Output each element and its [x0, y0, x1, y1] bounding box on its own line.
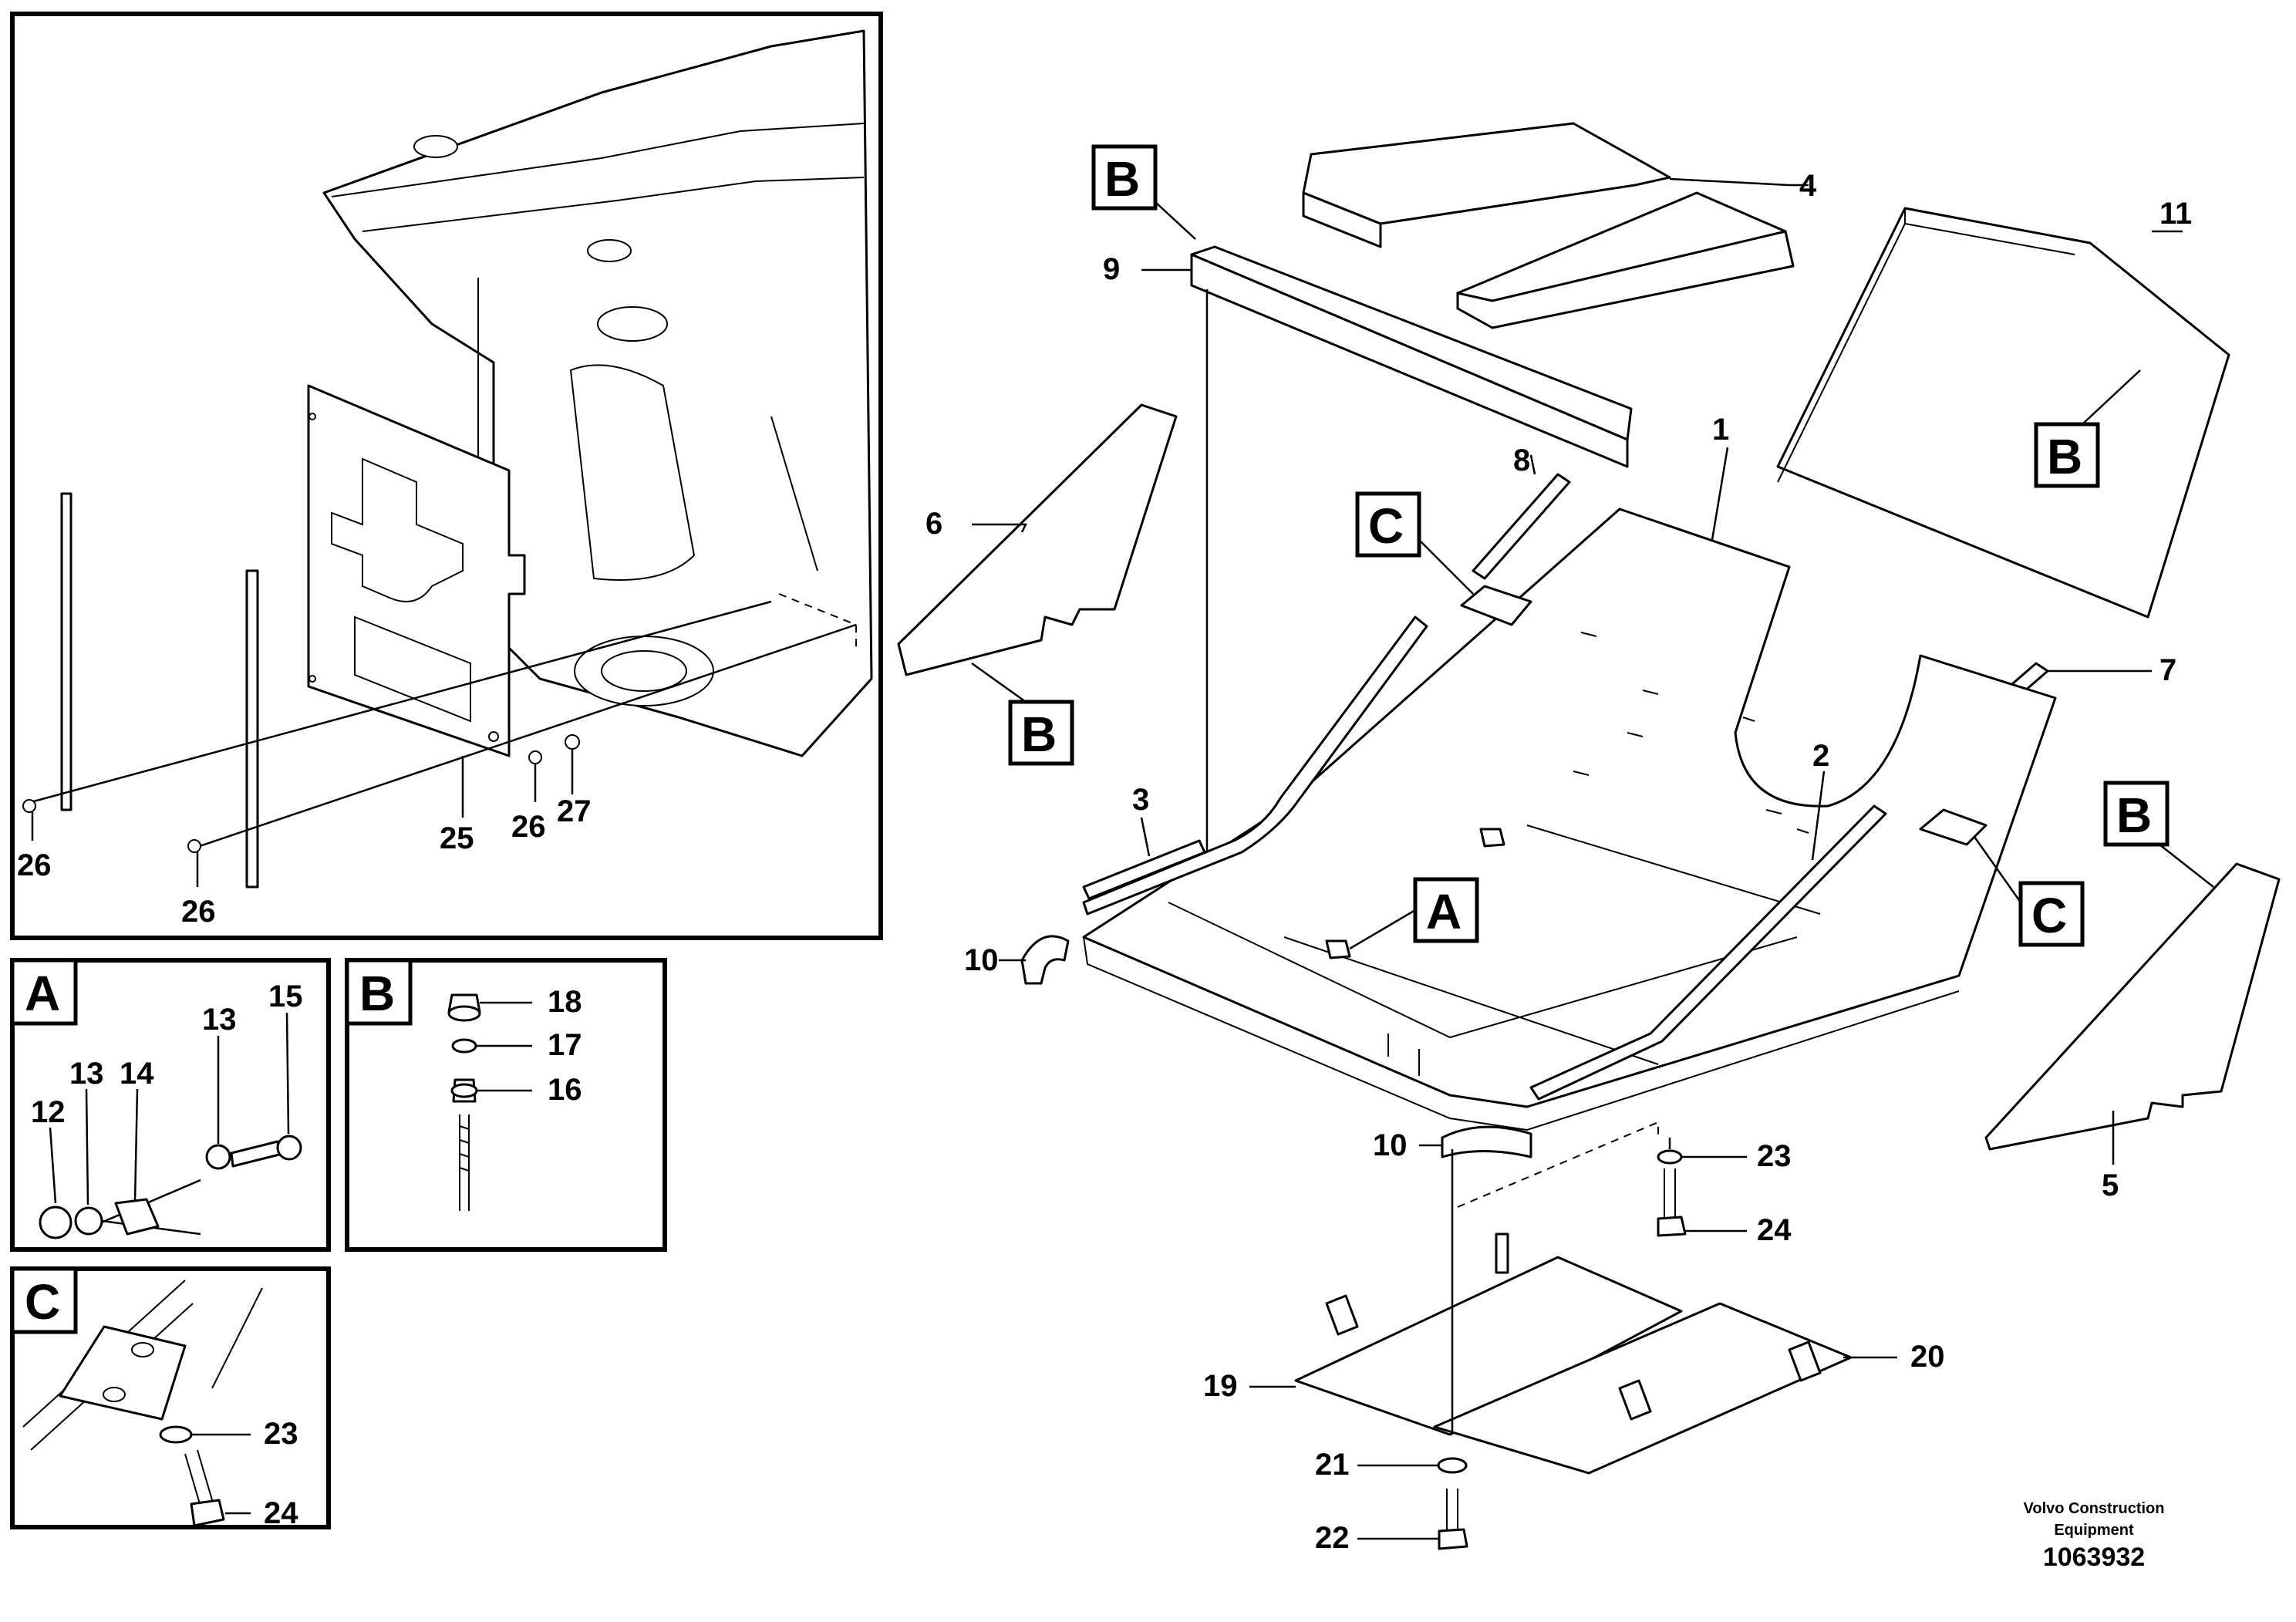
label-6: 6 [925, 507, 942, 541]
callout-b-seal: B [2047, 429, 2082, 484]
callout-b-left: B [1021, 706, 1057, 762]
label-13-a-right: 13 [202, 1003, 237, 1037]
callout-c-right: C [2031, 888, 2067, 943]
label-11: 11 [2159, 197, 2192, 231]
label-26-left: 26 [17, 848, 52, 882]
callout-c-top: C [1368, 498, 1404, 554]
callout-tag-c-top [1355, 491, 1421, 558]
label-16: 16 [548, 1073, 582, 1107]
label-14: 14 [120, 1057, 154, 1091]
label-4: 4 [1799, 169, 1817, 203]
label-2: 2 [1812, 739, 1829, 773]
hose-10-upper [1020, 935, 1070, 985]
hose-10-lower [1441, 1125, 1532, 1158]
label-17: 17 [548, 1028, 582, 1062]
label-19: 19 [1203, 1369, 1238, 1403]
detail-a-letter: A [25, 966, 60, 1021]
label-10-upper: 10 [964, 943, 999, 977]
label-1: 1 [1712, 413, 1729, 447]
callout-tag-c-right [2018, 881, 2085, 947]
label-24-c: 24 [264, 1496, 298, 1530]
callout-b-top: B [1104, 151, 1140, 207]
side-plate-5 [1984, 862, 2281, 1151]
label-8: 8 [1513, 443, 1530, 477]
callout-tag-b-seal [2034, 422, 2100, 488]
label-3: 3 [1132, 783, 1149, 817]
callout-tag-a [1413, 877, 1479, 943]
label-23-main: 23 [1757, 1139, 1792, 1173]
label-18: 18 [548, 985, 582, 1019]
callout-tag-b-left [1008, 700, 1074, 766]
company-line-2: Equipment [2054, 1522, 2134, 1539]
bottom-plates [1294, 1233, 1853, 1475]
access-plate-25 [307, 384, 526, 757]
label-9: 9 [1103, 252, 1120, 286]
label-21: 21 [1315, 1448, 1350, 1482]
label-23-c: 23 [264, 1417, 298, 1451]
bolt-24 [1664, 1168, 1676, 1219]
detail-c-letter: C [25, 1274, 60, 1330]
company-line-1: Volvo Construction [2024, 1500, 2165, 1517]
label-13-a-left: 13 [69, 1057, 104, 1091]
callout-b-right: B [2116, 787, 2152, 843]
label-12: 12 [31, 1095, 66, 1129]
pad-4 [1302, 122, 1795, 329]
callout-tag-b-top [1091, 144, 1158, 211]
seal-11 [1776, 207, 2230, 619]
label-24-main: 24 [1757, 1213, 1792, 1247]
label-26-right: 26 [511, 810, 546, 844]
label-26-lower: 26 [181, 895, 216, 929]
label-27: 27 [557, 794, 592, 828]
label-25: 25 [440, 821, 474, 855]
frame-overview-inset [10, 12, 883, 940]
beam-9 [1190, 245, 1633, 468]
callout-tag-b-right [2103, 781, 2170, 847]
bolt-22 [1446, 1489, 1458, 1531]
detail-a-panel [10, 958, 331, 1252]
label-22: 22 [1315, 1521, 1350, 1555]
detail-b-panel [345, 958, 667, 1252]
label-10-lower: 10 [1373, 1128, 1408, 1162]
callout-a: A [1426, 884, 1462, 939]
label-20: 20 [1910, 1340, 1945, 1374]
label-5: 5 [2102, 1168, 2119, 1202]
rod-3 [1082, 839, 1206, 900]
washer-21 [1437, 1457, 1468, 1474]
side-plate-6 [897, 403, 1178, 676]
detail-c-panel [10, 1266, 331, 1529]
dashed-guide [1457, 1121, 1659, 1208]
floor-frame-1 [1082, 508, 2057, 1131]
washer-23 [1657, 1149, 1683, 1165]
label-15: 15 [268, 980, 303, 1013]
label-7: 7 [2159, 653, 2176, 687]
catalog-number: 1063932 [2043, 1543, 2145, 1572]
detail-b-letter: B [359, 966, 395, 1021]
rod-8 [1472, 473, 1571, 580]
